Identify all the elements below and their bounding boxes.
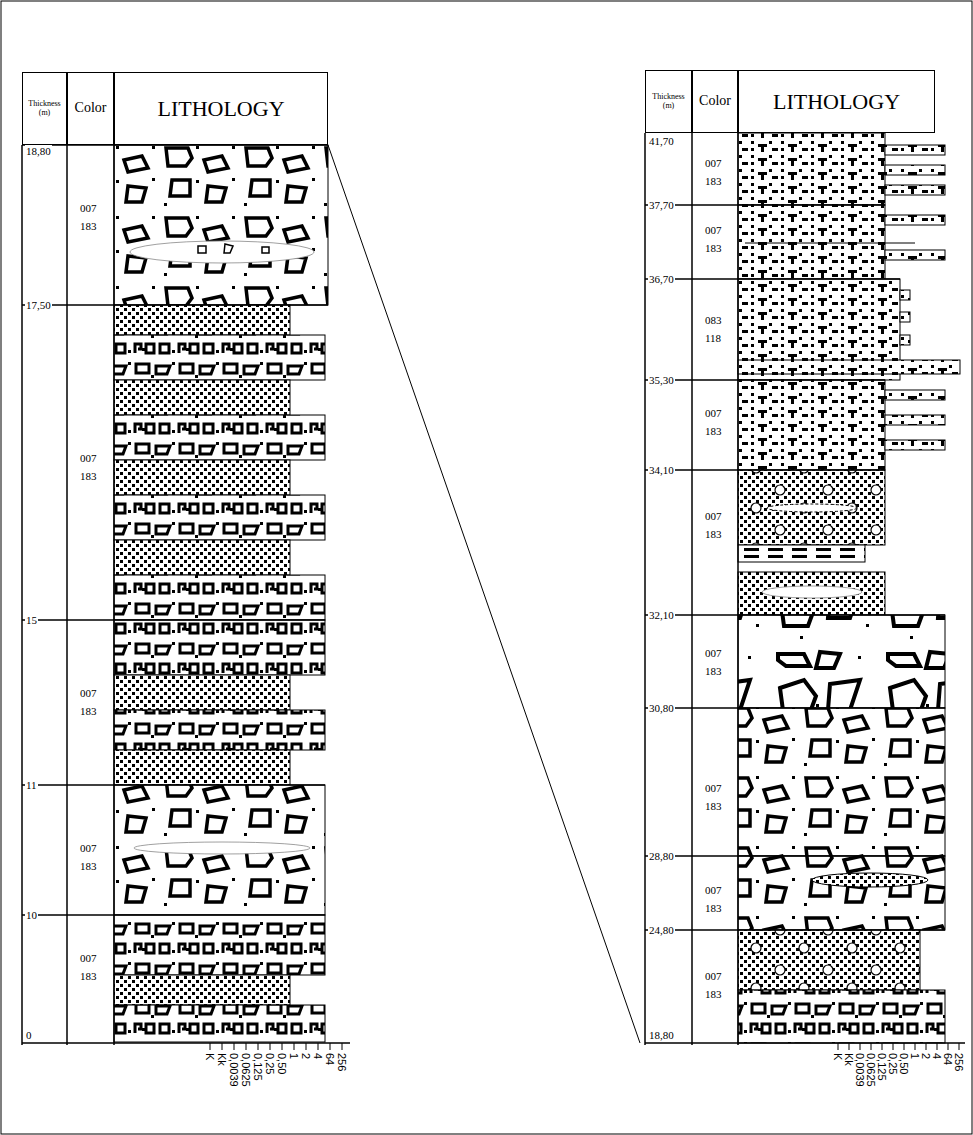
color-code: 007 183	[705, 968, 727, 1003]
grain-size-label: 0,0039	[228, 1053, 240, 1087]
thickness-value: 34,10	[648, 464, 675, 476]
color-code: 083 118	[705, 312, 727, 347]
grain-size-label: 4	[931, 1053, 943, 1059]
grain-size-label: 0,25	[887, 1053, 899, 1074]
grain-size-label: 2	[300, 1053, 312, 1059]
grain-size-label: 1	[909, 1053, 921, 1059]
grain-size-label: 0,0625	[865, 1053, 877, 1087]
thickness-header: Thickness (m)	[22, 72, 67, 145]
grain-size-label: 0,25	[264, 1053, 276, 1074]
thickness-value: 30,80	[648, 702, 675, 714]
color-code: 007 183	[80, 950, 102, 985]
grain-size-label: 4	[312, 1053, 324, 1059]
color-code: 007 183	[705, 405, 727, 440]
thickness-header: Thickness (m)	[645, 70, 692, 133]
grain-size-label: 0,0039	[854, 1053, 866, 1087]
header-text: Thickness (m)	[24, 100, 65, 117]
color-code: 007 183	[705, 222, 727, 257]
grain-size-label: Kk	[843, 1053, 855, 1066]
grain-size-label: 64	[942, 1053, 954, 1065]
grain-size-label: 1	[288, 1053, 300, 1059]
header-text: Color	[699, 94, 731, 109]
header-text: Thickness (m)	[647, 93, 690, 110]
grain-size-label: K	[832, 1053, 844, 1060]
grain-size-label: 0,50	[276, 1053, 288, 1074]
thickness-value: 32,10	[648, 609, 675, 621]
color-code: 007 183	[80, 840, 102, 875]
grain-size-label: Kk	[216, 1053, 228, 1066]
lithology-header: LITHOLOGY	[738, 70, 935, 133]
thickness-value: 28,80	[648, 850, 675, 862]
color-header: Color	[67, 72, 114, 145]
color-code: 007 183	[705, 155, 727, 190]
thickness-value: 17,50	[25, 299, 52, 311]
color-code: 007 183	[705, 882, 727, 917]
thickness-value: 10	[25, 909, 38, 921]
grain-size-label: 0,50	[898, 1053, 910, 1074]
grain-size-label: 256	[336, 1053, 348, 1071]
thickness-value: 41,70	[648, 135, 675, 147]
grain-size-label: 2	[920, 1053, 932, 1059]
color-header: Color	[692, 70, 738, 133]
grain-size-label: 0,125	[876, 1053, 888, 1081]
color-code: 007 183	[705, 645, 727, 680]
thickness-value: 36,70	[648, 273, 675, 285]
color-code: 007 183	[705, 780, 727, 815]
grain-size-label: 0,0625	[240, 1053, 252, 1087]
thickness-value: 37,70	[648, 199, 675, 211]
color-code: 007 183	[705, 508, 727, 543]
thickness-value: 0	[25, 1029, 33, 1041]
grain-size-label: K	[204, 1053, 216, 1060]
thickness-value: 35,30	[648, 374, 675, 386]
grain-size-label: 256	[953, 1053, 965, 1071]
lithology-header: LITHOLOGY	[114, 72, 328, 145]
color-code: 007 183	[80, 685, 102, 720]
header-text: Color	[75, 101, 107, 116]
thickness-value: 24,80	[648, 924, 675, 936]
grain-size-label: 0,125	[252, 1053, 264, 1081]
thickness-value: 18,80	[25, 145, 52, 157]
thickness-value: 18,80	[648, 1029, 675, 1041]
grain-size-label: 64	[324, 1053, 336, 1065]
thickness-value: 11	[25, 779, 38, 791]
header-text: LITHOLOGY	[157, 97, 284, 120]
header-text: LITHOLOGY	[773, 90, 900, 113]
color-code: 007 183	[80, 450, 102, 485]
color-code: 007 183	[80, 200, 102, 235]
thickness-value: 15	[25, 614, 38, 626]
